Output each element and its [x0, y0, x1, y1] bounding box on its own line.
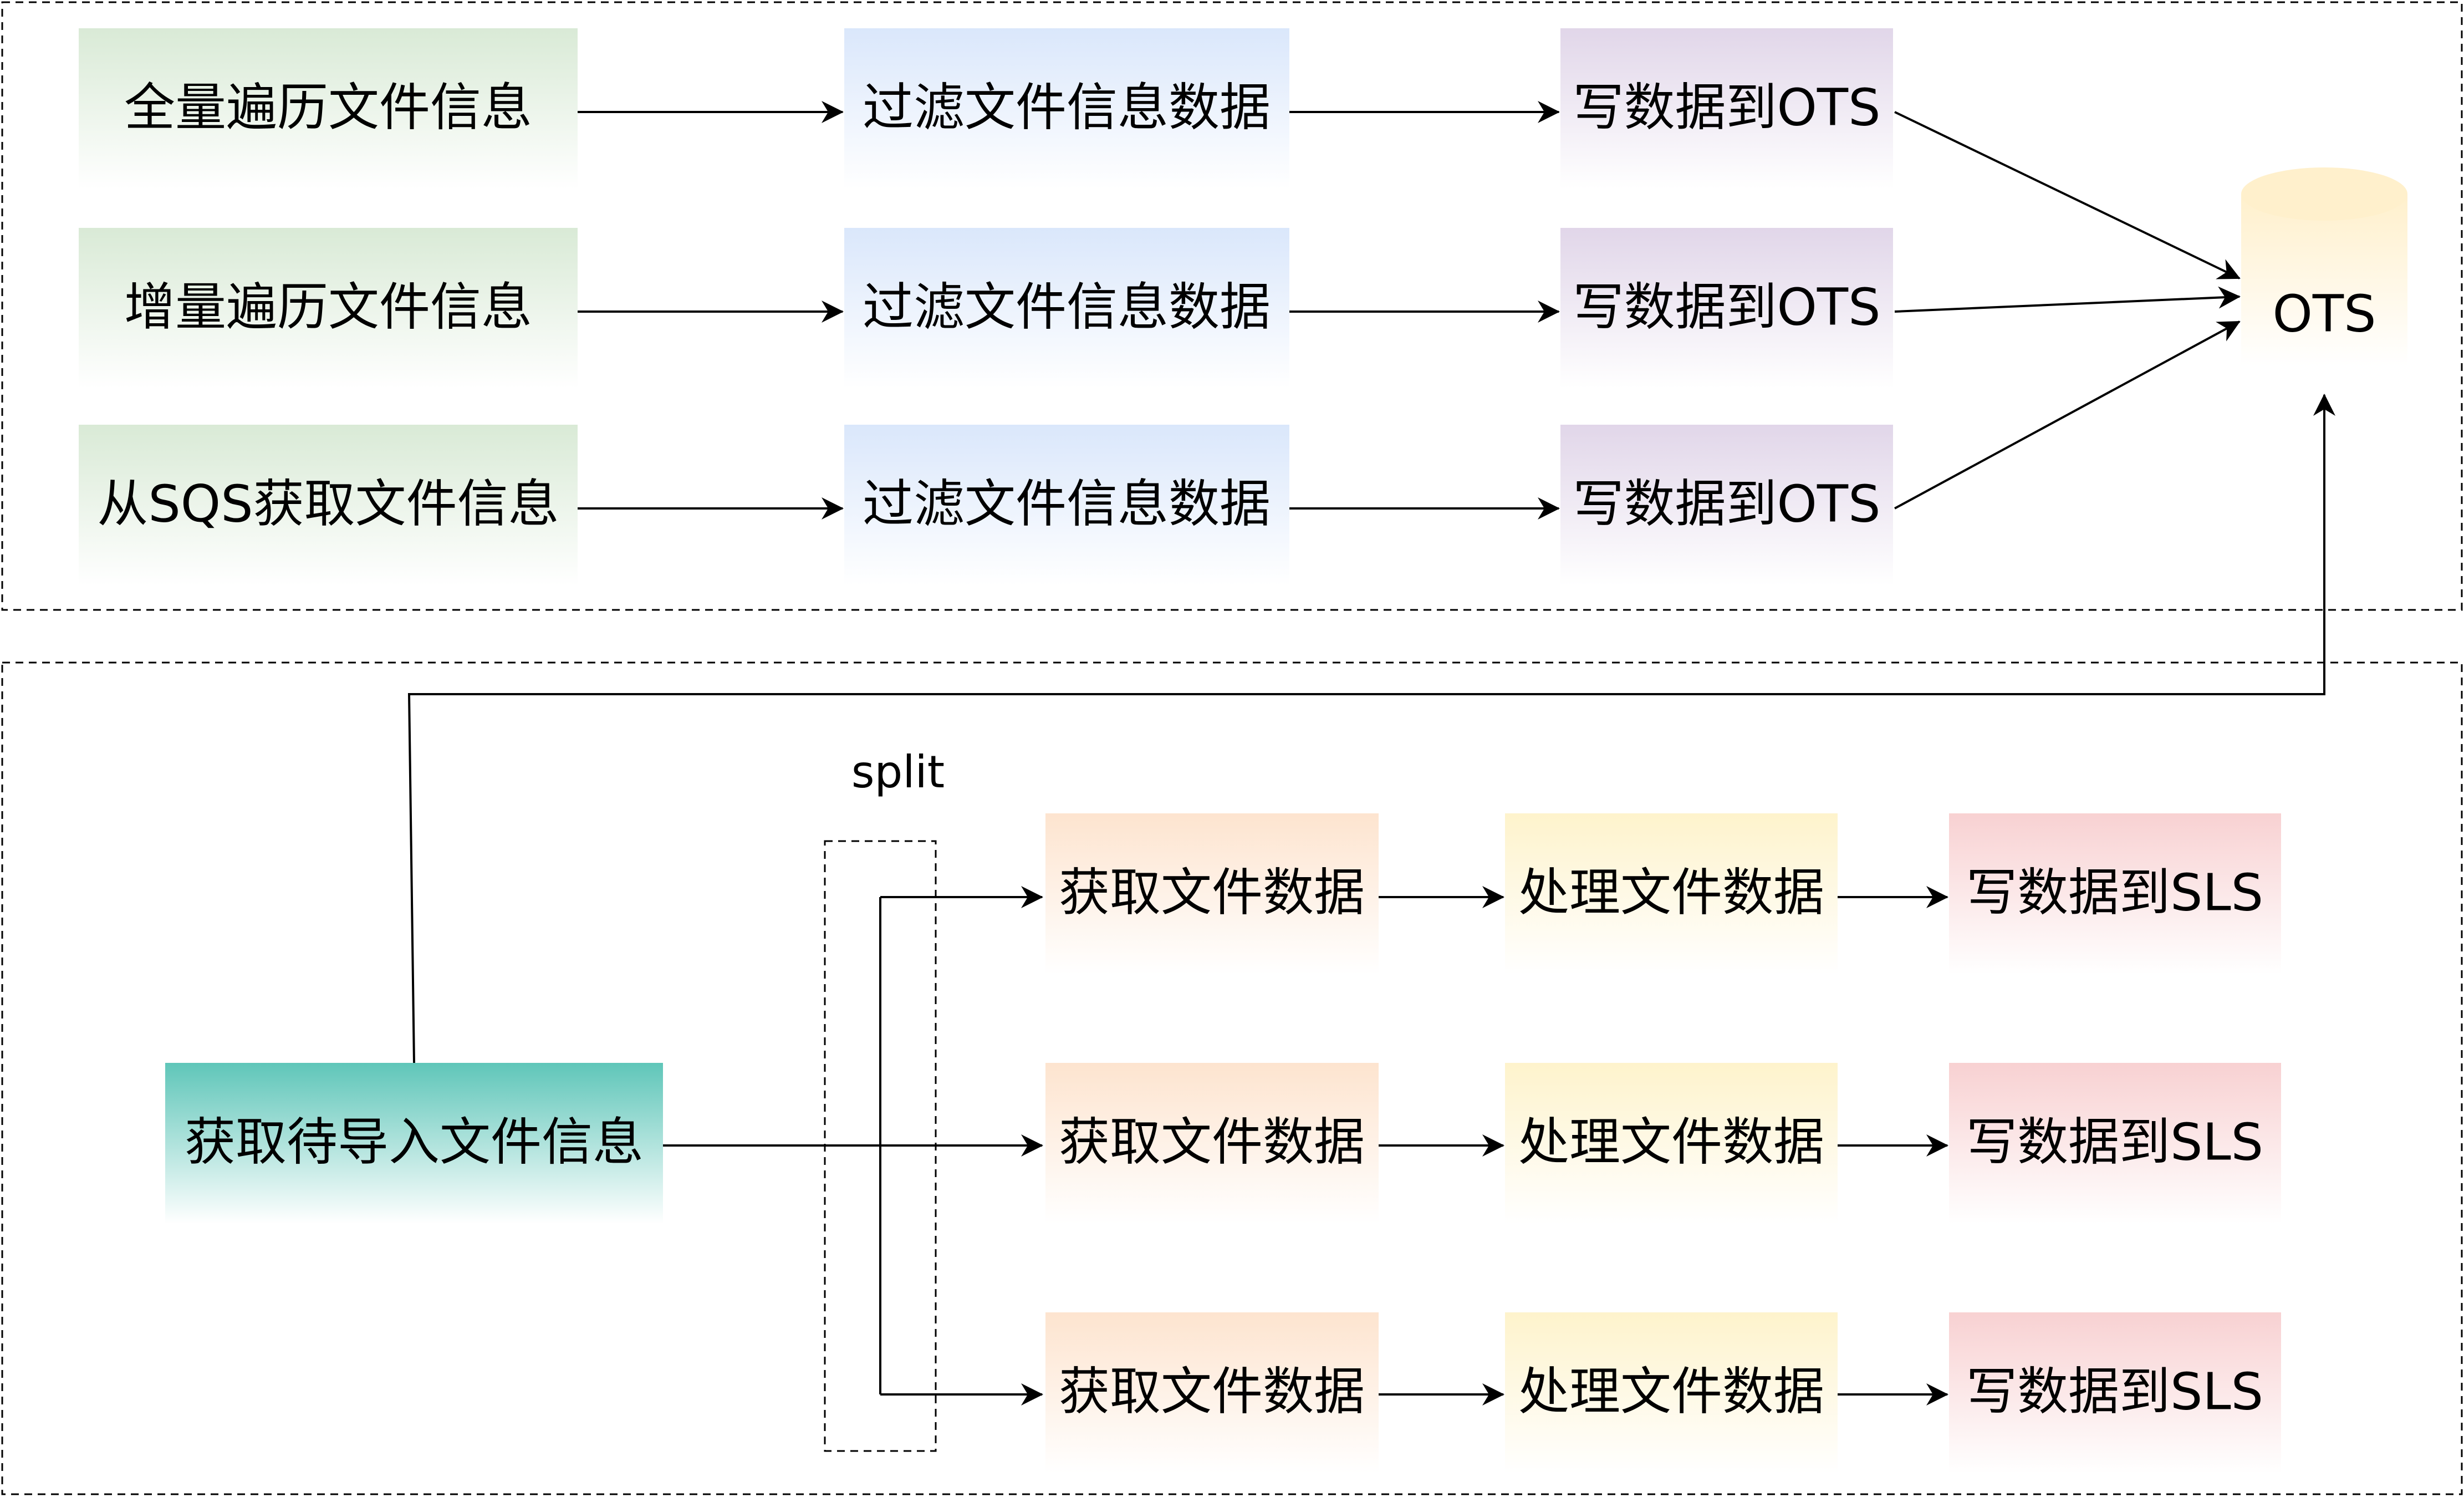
arrow-write-to-ots: [1894, 320, 2241, 510]
process-data-label: 处理文件数据: [1518, 863, 1824, 922]
write-sls-box[interactable]: [1949, 1063, 2281, 1224]
write-ots-box[interactable]: [1560, 228, 1893, 389]
process-data-label: 处理文件数据: [1518, 1112, 1824, 1172]
source-box-sqs[interactable]: [79, 425, 578, 585]
write-sls-label: 写数据到SLS: [1966, 1112, 2263, 1172]
arrow-write-to-ots: [1894, 111, 2241, 279]
arrow-source-to-ots: [407, 394, 2335, 1063]
write-ots-label: 写数据到OTS: [1573, 78, 1880, 137]
fetch-data-label: 获取文件数据: [1059, 863, 1365, 922]
write-ots-box[interactable]: [1560, 425, 1893, 585]
ots-label: OTS: [2272, 284, 2376, 343]
process-data-box[interactable]: [1505, 1312, 1838, 1473]
write-sls-label: 写数据到SLS: [1966, 863, 2263, 922]
source-box-incremental[interactable]: [79, 228, 578, 389]
fetch-data-box[interactable]: [1045, 1312, 1379, 1473]
write-ots-box[interactable]: [1560, 28, 1893, 189]
filter-box[interactable]: [844, 28, 1289, 189]
top-row-3: 从SQS获取文件信息 过滤文件信息数据 写数据到OTS: [79, 320, 2241, 585]
fetch-data-box[interactable]: [1045, 813, 1379, 974]
write-sls-label: 写数据到SLS: [1966, 1362, 2263, 1421]
split-label: split: [851, 746, 945, 798]
bottom-row-2: 获取文件数据 处理文件数据 写数据到SLS: [1045, 1063, 2281, 1224]
source-box-full-scan[interactable]: [79, 28, 578, 189]
top-row-1: 全量遍历文件信息 过滤文件信息数据 写数据到OTS: [79, 28, 2241, 279]
fetch-data-box[interactable]: [1045, 1063, 1379, 1224]
source-label: 全量遍历文件信息: [124, 78, 532, 137]
pending-files-source-box[interactable]: [165, 1063, 663, 1224]
filter-box[interactable]: [844, 425, 1289, 585]
ots-cylinder-top: [2241, 167, 2407, 221]
write-ots-label: 写数据到OTS: [1573, 277, 1880, 337]
filter-label: 过滤文件信息数据: [863, 474, 1271, 533]
ots-store[interactable]: OTS: [2241, 167, 2407, 366]
write-sls-box[interactable]: [1949, 813, 2281, 974]
write-sls-box[interactable]: [1949, 1312, 2281, 1473]
bottom-row-3: 获取文件数据 处理文件数据 写数据到SLS: [1045, 1312, 2281, 1473]
fetch-data-label: 获取文件数据: [1059, 1362, 1365, 1421]
source-label: 增量遍历文件信息: [124, 277, 532, 337]
process-data-box[interactable]: [1505, 1063, 1838, 1224]
top-section-border: [1, 1, 2463, 611]
fetch-data-label: 获取文件数据: [1059, 1112, 1365, 1172]
process-data-label: 处理文件数据: [1518, 1362, 1824, 1421]
write-ots-label: 写数据到OTS: [1573, 474, 1880, 533]
filter-label: 过滤文件信息数据: [863, 78, 1271, 137]
source-label: 从SQS获取文件信息: [97, 474, 559, 533]
bottom-section-border: [1, 661, 2463, 1495]
filter-label: 过滤文件信息数据: [863, 277, 1271, 337]
ots-cylinder-body: [2241, 194, 2407, 366]
arrow-write-to-ots: [1894, 286, 2241, 313]
bottom-row-1: 获取文件数据 处理文件数据 写数据到SLS: [1045, 813, 2281, 974]
top-row-2: 增量遍历文件信息 过滤文件信息数据 写数据到OTS: [79, 228, 2241, 389]
process-data-box[interactable]: [1505, 813, 1838, 974]
filter-box[interactable]: [844, 228, 1289, 389]
pending-files-source-label: 获取待导入文件信息: [185, 1112, 644, 1172]
